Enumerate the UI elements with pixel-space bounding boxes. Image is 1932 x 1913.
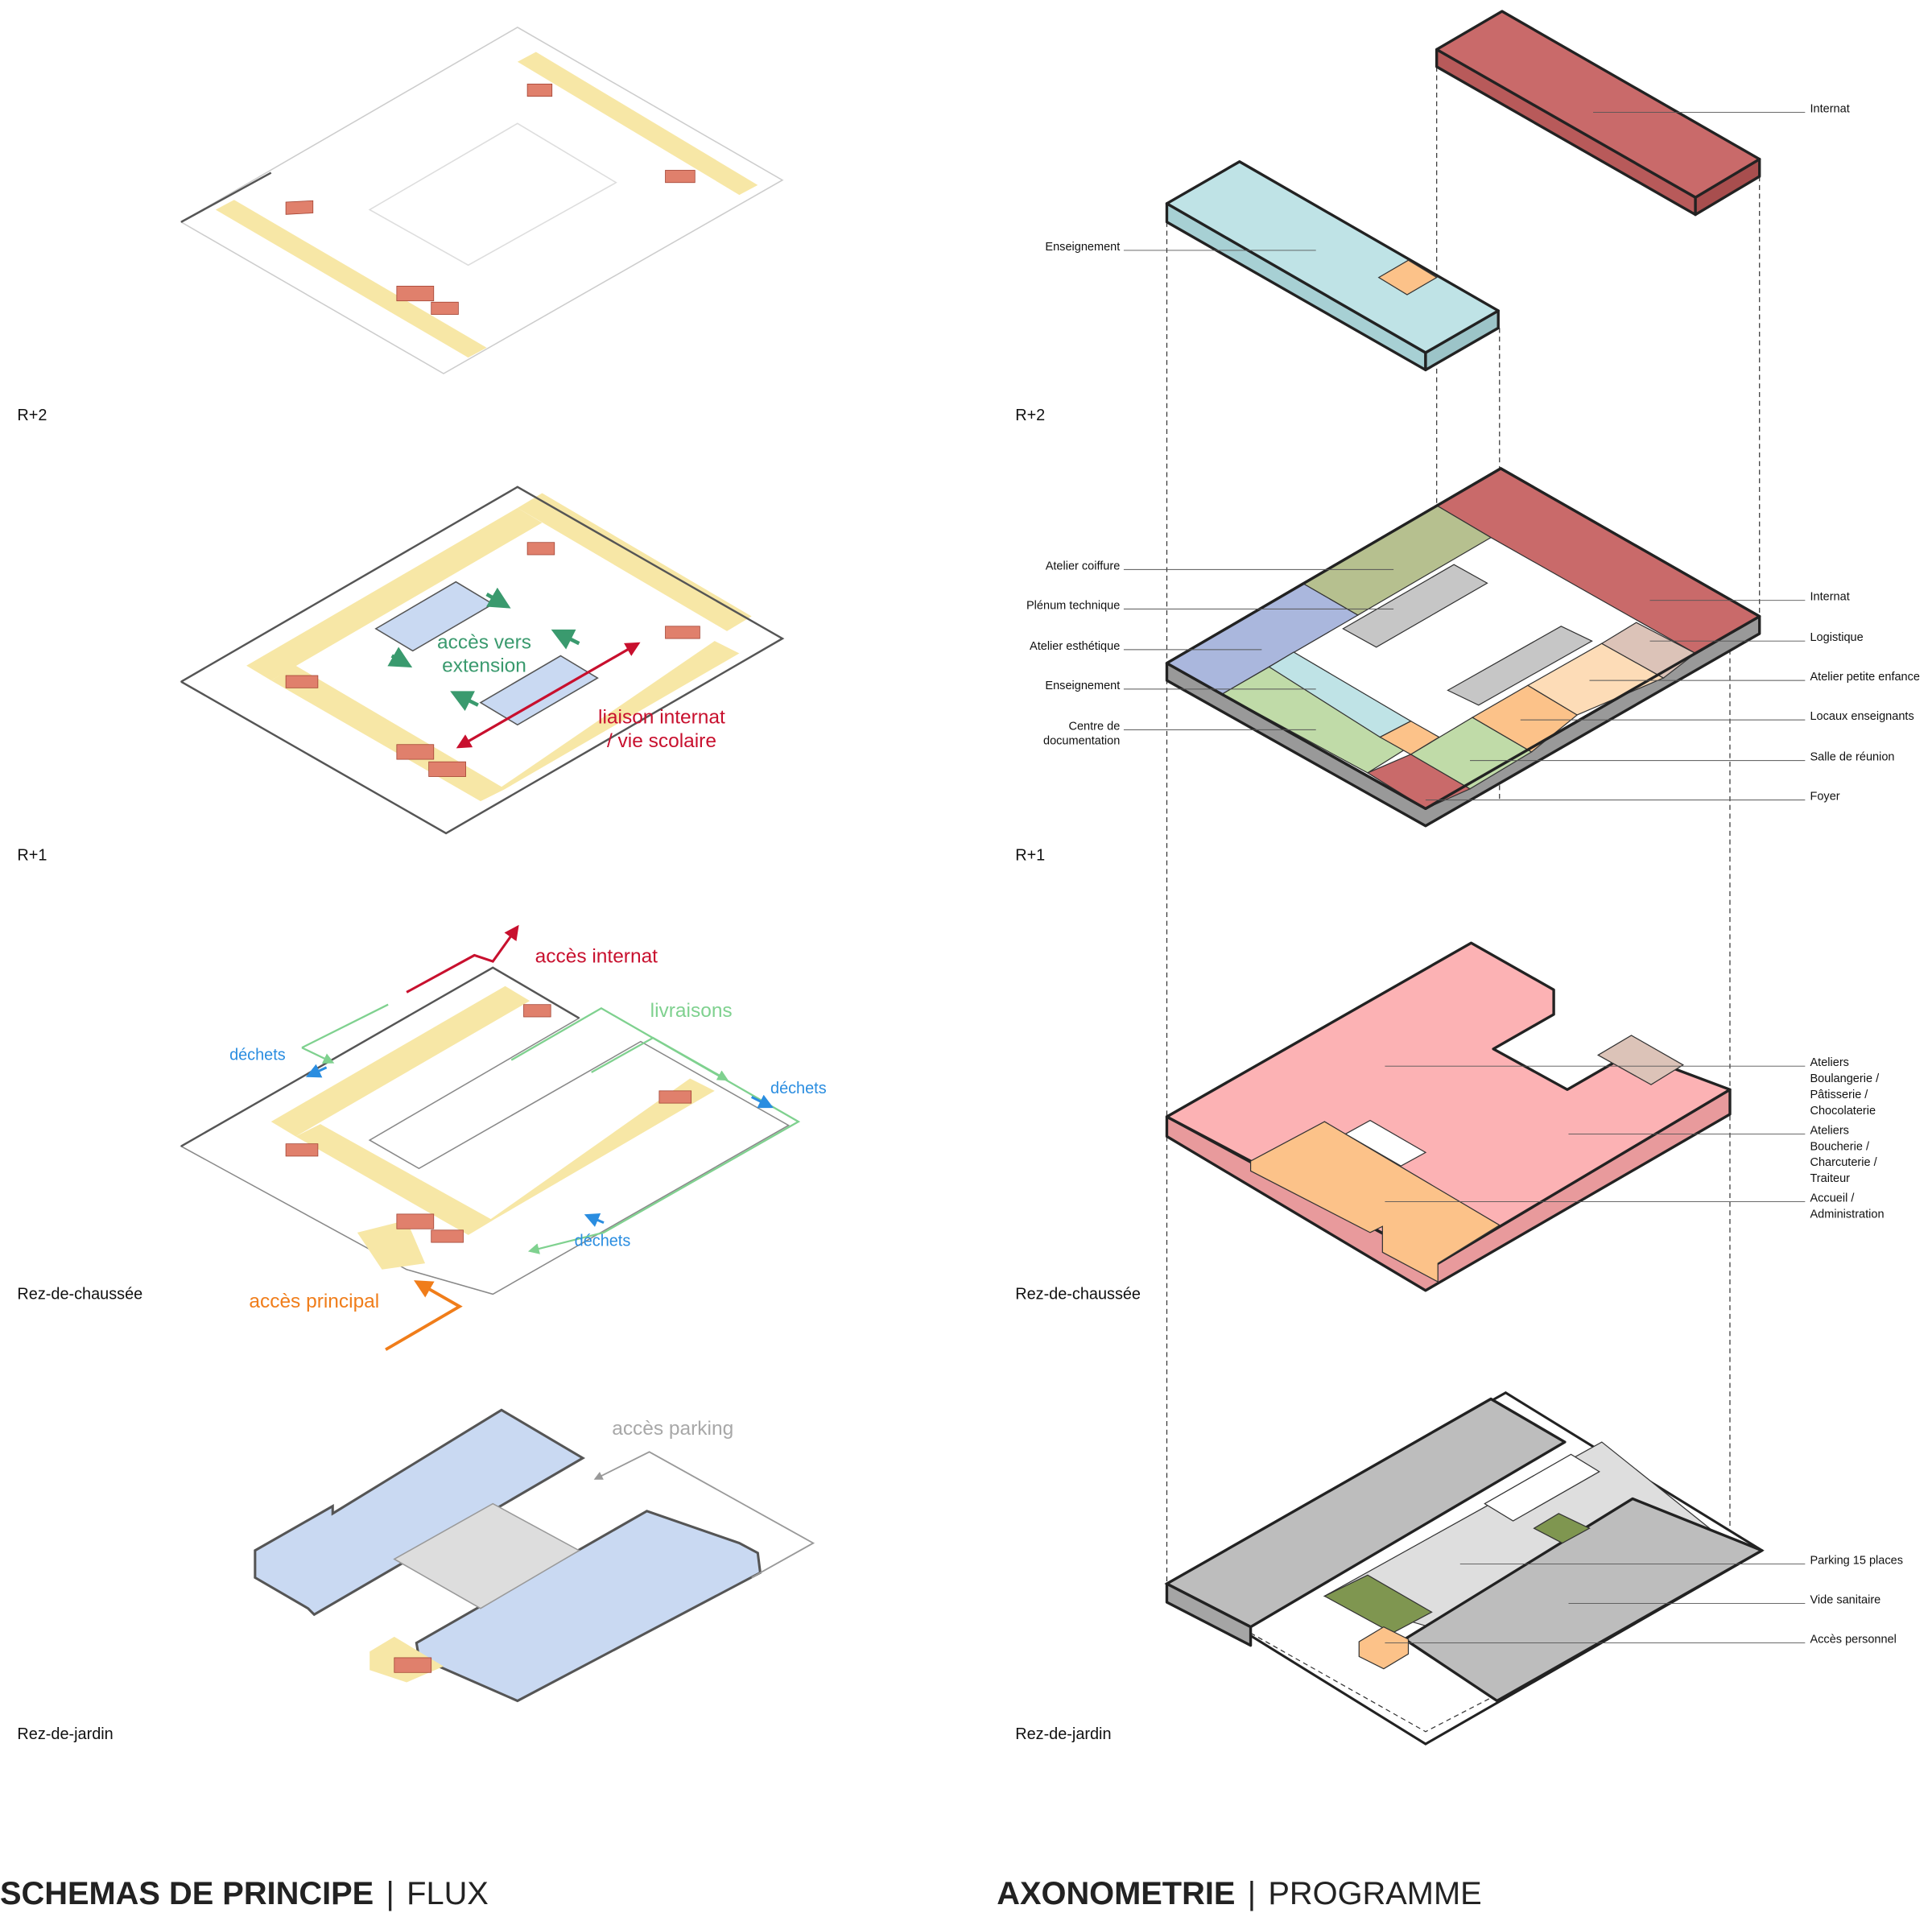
label-logistique: Logistique (1810, 631, 1863, 644)
level-label-rdc-right: Rez-de-chaussée (1015, 1286, 1141, 1304)
r2-internat-block (1435, 10, 1761, 217)
label-enseignement-r1: Enseignement (1045, 680, 1120, 692)
label-enseignement-r2: Enseignement (1045, 241, 1120, 254)
label-internat-r2: Internat (1810, 103, 1849, 116)
annotation-liaison: liaison internat/ vie scolaire (598, 707, 725, 752)
annotation-dechets: déchets (229, 1047, 286, 1064)
level-label-r2-right: R+2 (1015, 407, 1045, 424)
level-label-r1-right: R+1 (1015, 847, 1045, 865)
flux-r2-plan (180, 27, 784, 374)
level-label-r2-left: R+2 (17, 407, 47, 424)
rdc-block (1165, 941, 1732, 1292)
label-vide-sanitaire: Vide sanitaire (1810, 1594, 1880, 1607)
rdj-labels: Parking 15 places Vide sanitaire Accès p… (1385, 1555, 1903, 1647)
r1-block (1165, 467, 1761, 828)
left-panel-title: SCHEMAS DE PRINCIPE|FLUX (0, 1876, 489, 1911)
flux-rdc-plan (180, 924, 801, 1351)
label-atelier-esthetique: Atelier esthétique (1030, 640, 1120, 653)
annotation-acces-principal: accès principal (249, 1291, 379, 1312)
level-label-rdj-left: Rez-de-jardin (17, 1725, 113, 1743)
r1-right-labels: Internat Logistique Atelier petite enfan… (1425, 591, 1920, 804)
level-label-r1-left: R+1 (17, 847, 47, 865)
label-salle-reunion: Salle de réunion (1810, 751, 1894, 764)
r2-enseignement-block (1165, 160, 1500, 372)
label-parking: Parking 15 places (1810, 1555, 1903, 1568)
annotation-acces-parking: accès parking (612, 1418, 733, 1440)
label-locaux-enseignants: Locaux enseignants (1810, 710, 1913, 723)
annotation-livraisons: livraisons (650, 1000, 733, 1022)
level-label-rdc-left: Rez-de-chaussée (17, 1286, 142, 1304)
label-plenum-technique: Plénum technique (1026, 599, 1120, 612)
flux-r1-plan (180, 485, 785, 835)
annotation-dechets: déchets (575, 1233, 631, 1250)
rdj-block (1164, 1391, 1765, 1746)
label-atelier-coiffure: Atelier coiffure (1046, 560, 1121, 572)
annotation-dechets: déchets (770, 1080, 827, 1097)
label-atelier-petite-enfance: Atelier petite enfance (1810, 671, 1920, 684)
annotation-acces-internat: accès internat (535, 946, 658, 968)
flux-rdj-plan (254, 1408, 815, 1703)
label-internat-r1: Internat (1810, 591, 1849, 604)
label-acces-personnel: Accès personnel (1810, 1634, 1896, 1647)
level-label-rdj-right: Rez-de-jardin (1015, 1725, 1111, 1743)
label-accueil-administration: Accueil /Administration (1810, 1192, 1884, 1221)
r1-left-labels: Atelier coiffure Plénum technique Atelie… (1026, 560, 1394, 748)
right-panel-title: AXONOMETRIE|PROGRAMME (997, 1876, 1481, 1911)
label-foyer: Foyer (1810, 791, 1839, 804)
